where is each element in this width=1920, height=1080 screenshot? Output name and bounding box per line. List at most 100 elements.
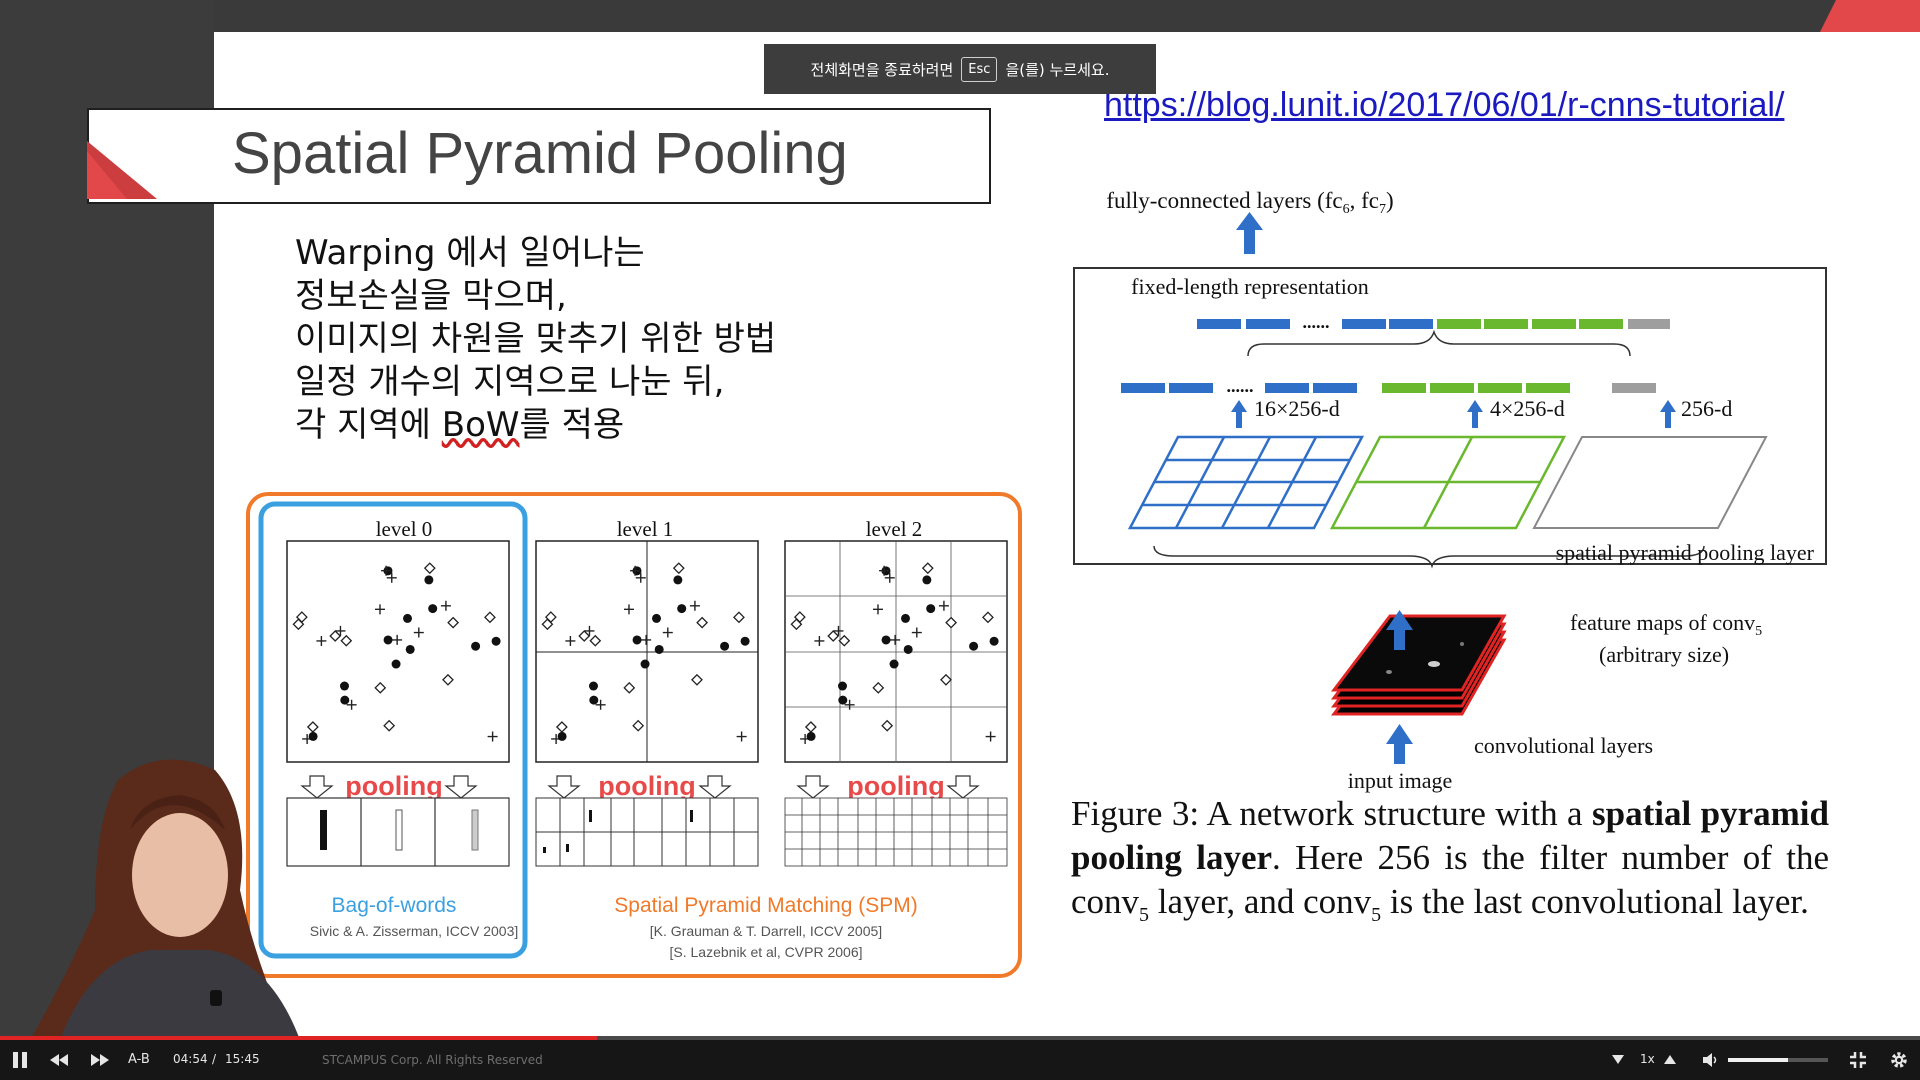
volume-slider[interactable] — [1728, 1058, 1828, 1062]
pooled-vectors — [1121, 383, 1656, 393]
presenter-video — [30, 759, 300, 1040]
slide-body: Warping 에서 일어나는 정보손실을 막으며, 이미지의 차원을 맞추기 … — [295, 232, 776, 447]
feature-marker — [911, 627, 922, 638]
feature-scatter — [292, 562, 999, 744]
feature-marker — [541, 618, 554, 631]
feature-marker — [381, 565, 392, 576]
toast-text-after: 을(를) 누르세요. — [1005, 60, 1110, 79]
feature-marker — [872, 604, 883, 615]
feature-marker — [471, 641, 481, 651]
feature-marker — [383, 719, 396, 732]
up-arrow-conv — [1386, 724, 1413, 764]
fast-forward-icon[interactable] — [91, 1054, 109, 1066]
feature-marker — [584, 625, 595, 636]
slide-title: Spatial Pyramid Pooling — [232, 121, 848, 186]
feature-marker — [565, 635, 576, 646]
feature-marker — [428, 604, 438, 614]
feature-map-stack — [1330, 614, 1507, 716]
volume-icon[interactable] — [1703, 1053, 1719, 1067]
feature-marker — [588, 681, 598, 691]
exit-fullscreen-icon[interactable] — [1850, 1052, 1866, 1068]
feature-marker — [890, 634, 901, 645]
feature-marker — [335, 625, 346, 636]
pooling-label-2: pooling — [847, 771, 944, 801]
feature-marker — [837, 681, 847, 691]
feature-marker — [969, 641, 979, 651]
feature-marker — [654, 644, 664, 654]
pooling-label-0: pooling — [345, 771, 442, 801]
pooling-label-1: pooling — [598, 771, 695, 801]
spp-layer-label: spatial pyramid pooling layer — [1556, 540, 1815, 565]
feature-maps-label: feature maps of conv5 — [1570, 610, 1762, 639]
feature-marker — [814, 635, 825, 646]
feature-marker — [903, 644, 913, 654]
feature-marker — [442, 673, 454, 686]
feature-marker — [623, 604, 634, 615]
body-line-3: 이미지의 차원을 맞추기 위한 방법 — [295, 319, 777, 359]
feature-marker — [696, 616, 709, 629]
feature-marker — [491, 636, 501, 646]
feature-marker — [423, 562, 436, 575]
feature-marker — [623, 681, 636, 694]
bow-citation: Sivic & A. Zisserman, ICCV 2003] — [310, 923, 519, 939]
spp-box — [1073, 267, 1827, 565]
feature-marker — [632, 719, 645, 732]
feature-marker — [833, 625, 844, 636]
playback-speed: 1x — [1640, 1052, 1655, 1066]
body-line-4: 일정 개수의 지역으로 나눈 뒤, — [295, 362, 725, 402]
speed-up-icon[interactable] — [1664, 1055, 1676, 1064]
speed-down-icon[interactable] — [1612, 1055, 1624, 1064]
spm-frame — [246, 492, 1022, 978]
feature-marker — [589, 695, 599, 705]
feature-marker — [733, 611, 745, 624]
dim-1-label: 256-d — [1681, 396, 1732, 421]
duration: 15:45 — [225, 1052, 260, 1066]
feature-marker — [889, 659, 899, 669]
toast-text-before: 전체화면을 종료하려면 — [810, 60, 954, 79]
level-0-box — [286, 540, 510, 763]
grid-4x4 — [1127, 435, 1365, 530]
time-separator: / — [212, 1052, 217, 1066]
dim-16-label: 16×256-d — [1254, 396, 1340, 421]
feature-marker — [922, 575, 932, 585]
fc-label: fully-connected layers (fc6, fc7) — [1106, 188, 1393, 217]
feature-marker — [881, 635, 891, 645]
spm-citation-2: [S. Lazebnik et al, CVPR 2006] — [670, 944, 863, 960]
feature-marker — [985, 731, 996, 742]
feature-marker — [641, 634, 652, 645]
ab-repeat-button[interactable]: A-B — [128, 1052, 150, 1067]
feature-marker — [806, 731, 816, 741]
feature-marker — [635, 572, 646, 583]
feature-marker — [689, 600, 700, 611]
fixed-length-label: fixed-length representation — [1131, 274, 1369, 299]
feature-marker — [901, 613, 911, 623]
feature-marker — [339, 681, 349, 691]
fullscreen-toast: 전체화면을 종료하려면 Esc 을(를) 누르세요. — [764, 44, 1156, 94]
title-box — [87, 108, 991, 204]
pause-icon[interactable] — [12, 1052, 28, 1068]
feature-marker — [391, 659, 401, 669]
feature-marker — [691, 673, 703, 686]
rewind-icon[interactable] — [50, 1054, 68, 1066]
source-link[interactable]: https://blog.lunit.io/2017/06/01/r-cnns-… — [1104, 86, 1785, 124]
spm-label: Spatial Pyramid Matching (SPM) — [614, 894, 917, 917]
player-controls: A-B 04:54 / 15:45 STCAMPUS Corp. All Rig… — [0, 1040, 1920, 1080]
progress-fill — [0, 1036, 598, 1040]
bow-frame — [258, 501, 528, 959]
spm-histogram-1 — [535, 797, 759, 867]
slide-figures: level 0 level 1 level 2 pooling pooling … — [246, 188, 1827, 978]
feature-marker — [677, 604, 687, 614]
feature-marker — [484, 611, 496, 624]
settings-gear-icon[interactable] — [1890, 1051, 1908, 1069]
volume-level — [1728, 1058, 1788, 1062]
feature-marker — [662, 627, 673, 638]
progress-track[interactable] — [0, 1036, 1920, 1040]
feature-marker — [989, 636, 999, 646]
feature-marker — [938, 600, 949, 611]
feature-marker — [672, 562, 685, 575]
feature-marker — [340, 634, 353, 647]
feature-marker — [440, 600, 451, 611]
feature-marker — [383, 635, 393, 645]
feature-marker — [921, 562, 934, 575]
feature-marker — [838, 634, 851, 647]
